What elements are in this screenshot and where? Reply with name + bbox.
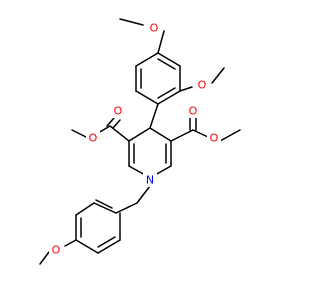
bond-layer bbox=[39, 18, 241, 265]
bond bbox=[106, 117, 115, 127]
bond bbox=[119, 18, 144, 26]
bond bbox=[179, 86, 193, 92]
atom-label-layer: O O O O O O N O bbox=[49, 21, 221, 257]
bond bbox=[136, 185, 151, 204]
bond bbox=[192, 129, 209, 138]
bond bbox=[149, 103, 159, 129]
label-backdrop bbox=[186, 104, 200, 118]
oxygen-atom-label: O bbox=[189, 105, 198, 118]
bond bbox=[93, 202, 117, 214]
nitrogen-atom-label: N bbox=[146, 174, 154, 187]
oxygen-atom-label: O bbox=[150, 22, 159, 35]
label-backdrop bbox=[195, 78, 209, 92]
bond bbox=[97, 236, 116, 248]
bond bbox=[95, 199, 113, 209]
bond bbox=[149, 127, 172, 142]
bond bbox=[157, 87, 176, 99]
bond bbox=[211, 67, 225, 84]
bond bbox=[157, 90, 181, 105]
oxygen-atom-label: O bbox=[52, 244, 61, 257]
label-backdrop bbox=[86, 131, 100, 145]
bond bbox=[128, 127, 151, 142]
bond bbox=[135, 90, 159, 105]
label-backdrop bbox=[111, 104, 125, 118]
bond bbox=[128, 165, 146, 176]
label-backdrop bbox=[147, 21, 161, 35]
label-backdrop bbox=[49, 243, 63, 257]
bond bbox=[64, 239, 77, 247]
oxygen-atom-label: O bbox=[89, 132, 98, 145]
bond bbox=[219, 129, 241, 142]
bond bbox=[157, 58, 176, 70]
bond bbox=[115, 202, 138, 214]
oxygen-atom-label: O bbox=[198, 79, 207, 92]
bond bbox=[170, 129, 194, 142]
bond bbox=[39, 251, 50, 265]
bond bbox=[154, 165, 172, 176]
bond bbox=[157, 52, 181, 67]
bond bbox=[75, 202, 95, 216]
bond bbox=[97, 239, 121, 254]
label-backdrop bbox=[207, 131, 221, 145]
bond bbox=[135, 52, 159, 67]
bond bbox=[75, 239, 99, 254]
bond bbox=[112, 119, 121, 129]
oxygen-atom-label: O bbox=[210, 132, 219, 145]
bond bbox=[71, 129, 87, 138]
molecule-structure: O O O O O O N O bbox=[39, 18, 241, 265]
label-backdrop bbox=[143, 173, 157, 187]
bond bbox=[157, 30, 165, 54]
oxygen-atom-label: O bbox=[114, 105, 123, 118]
